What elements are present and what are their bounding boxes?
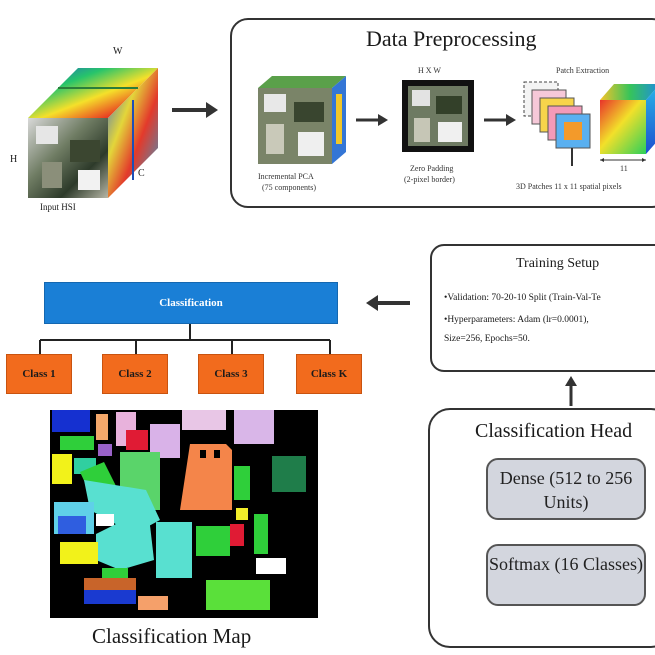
pca-label-line2: (75 components) [262,183,316,192]
pca-cube-graphic [258,76,346,164]
patch-caption: 3D Patches 11 x 11 spatial pixels [516,182,622,191]
input-hsi-label: Input HSI [40,202,76,212]
arrow-up-icon [565,376,577,406]
training-line3: Size=256, Epochs=50. [444,334,530,344]
softmax-layer-box: Softmax (16 Classes) [486,544,646,606]
arrow-right-icon [356,114,388,126]
patch-dim-label: 11 [620,164,628,173]
classification-head-title: Classification Head [475,420,633,442]
classification-box: Classification [44,282,338,324]
padding-label-line1: Zero Padding [410,164,454,173]
preprocessing-title: Data Preprocessing [366,26,537,51]
patch-stack-graphic [523,81,655,166]
padding-label-line2: (2-pixel border) [404,175,455,184]
input-dim-w: W [113,46,123,57]
classification-title: Classification [159,297,223,309]
class-box-2: Class 2 [102,354,168,394]
hxw-label: H X W [418,66,441,75]
training-setup-panel [430,244,655,372]
patch-title: Patch Extraction [556,66,610,75]
hsi-cube-graphic [28,68,158,198]
arrow-right-icon [172,102,218,118]
class-label-2: Class 2 [118,368,152,380]
class-box-k: Class K [296,354,362,394]
dense-layer-box: Dense (512 to 256 Units) [486,458,646,520]
classification-head-panel [428,408,655,648]
classification-map-caption: Classification Map [92,624,252,648]
class-box-3: Class 3 [198,354,264,394]
class-label-1: Class 1 [22,368,56,380]
arrow-left-icon [366,295,410,311]
class-box-1: Class 1 [6,354,72,394]
training-line1: •Validation: 70-20-10 Split (Train-Val-T… [444,293,601,303]
input-hsi-cube [18,40,168,210]
pca-label-line1: Incremental PCA [258,172,314,181]
tree-connector-lines [39,324,331,354]
training-line2: •Hyperparameters: Adam (lr=0.0001), [444,315,589,325]
softmax-layer-label: Softmax (16 Classes) [489,554,643,574]
arrow-right-icon [484,114,516,126]
class-label-3: Class 3 [214,368,248,380]
zero-padding-graphic [402,80,474,152]
input-dim-c: C [138,168,145,179]
training-title: Training Setup [516,256,600,271]
classification-map-image [50,410,318,618]
input-dim-h: H [10,154,18,165]
dense-layer-label: Dense (512 to 256 Units) [499,468,633,512]
class-label-k: Class K [310,368,348,380]
